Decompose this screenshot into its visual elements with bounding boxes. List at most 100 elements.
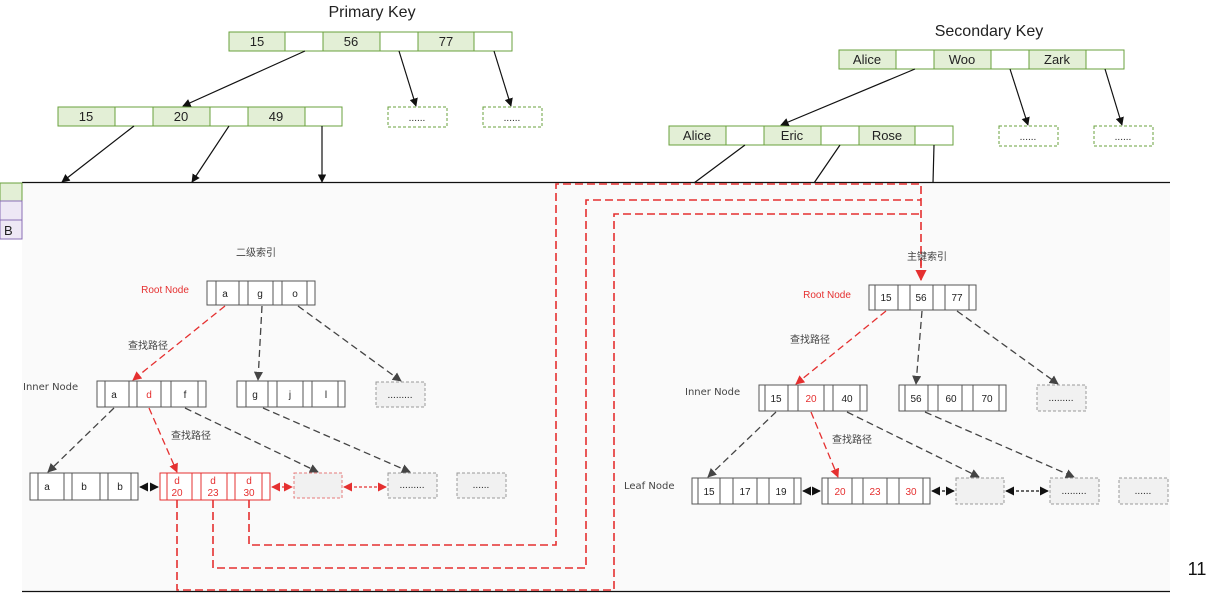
right-leaf-empty [955,477,1005,505]
left-inner-node-label: Inner Node [23,382,78,393]
svg-text:......: ...... [1135,486,1152,497]
secondary-root-key: Zark [1044,52,1071,67]
left-root-node [206,280,316,306]
secondary-child-key: Eric [781,128,804,143]
primary-child-key: 20 [174,109,188,124]
left-inner-key: l [325,390,327,401]
left-leaf-key-highlight: d [174,476,180,487]
right-leaf-key-highlight: 30 [905,487,917,498]
secondary-child-node: Alice Eric Rose [668,125,954,146]
left-leaf-value-highlight: 20 [171,488,183,499]
right-root-node-label: Root Node [803,290,851,301]
left-inner-key: g [252,390,258,401]
right-leaf-node-label: Leaf Node [624,481,674,492]
clipped-table: B [0,182,23,240]
right-inner-key: 40 [841,394,853,405]
left-leaf-ellipsis: ......... [387,472,438,499]
left-leaf-key: b [117,482,123,493]
right-root-node [868,284,977,311]
right-inner-key-highlight: 20 [805,394,817,405]
left-root-node-label: Root Node [141,285,189,296]
page-number: 11 [1188,559,1207,579]
primary-child-node: 15 20 49 [57,106,343,127]
right-search-path-label: 查找路径 [832,433,872,446]
left-leaf-empty [293,472,343,499]
left-leaf-key: a [44,482,50,493]
primary-ellipsis-node: ...... [387,106,448,128]
svg-text:.........: ......... [1048,393,1073,404]
left-leaf-value-highlight: 23 [207,488,219,499]
right-inner-node-1 [758,384,868,412]
left-leaf-ellipsis: ...... [456,472,507,499]
left-leaf-node-2 [159,472,271,501]
primary-child-key: 49 [269,109,283,124]
svg-text:......: ...... [1115,132,1132,143]
right-leaf-node-2 [821,477,931,505]
secondary-index-caption: 二级索引 [236,246,276,259]
right-leaf-ellipsis: ...... [1118,477,1169,505]
right-leaf-key-highlight: 23 [869,487,881,498]
secondary-root-key: Woo [949,52,976,67]
right-leaf-key-highlight: 20 [834,487,846,498]
left-inner-key: j [288,390,291,401]
right-leaf-key: 19 [775,487,787,498]
right-inner-key: 15 [770,394,782,405]
right-root-key: 56 [915,293,927,304]
left-inner-key: a [111,390,117,401]
secondary-child-key: Alice [683,128,711,143]
left-leaf-key-highlight: d [210,476,216,487]
left-tree-arrows [47,305,411,492]
svg-text:......: ...... [473,480,490,491]
left-inner-key-highlight: d [146,390,152,401]
left-leaf-node-1 [29,472,139,501]
left-inner-node-2 [236,380,346,408]
svg-text:......: ...... [409,113,426,124]
lookup-paths [176,183,927,591]
left-leaf-key: b [81,482,87,493]
svg-text:.........: ......... [399,480,424,491]
left-inner-ellipsis: ......... [375,381,426,408]
primary-index-caption: 主键索引 [907,250,947,263]
right-leaf-key: 15 [703,487,715,498]
primary-ellipsis-node: ...... [482,106,543,128]
svg-text:.........: ......... [387,390,412,401]
left-inner-node-1 [96,380,207,408]
right-inner-node-2 [898,384,1007,412]
left-leaf-key-highlight: d [246,476,252,487]
right-inner-key: 70 [981,394,993,405]
secondary-root-key: Alice [853,52,881,67]
primary-root-node: 15 56 77 [228,31,513,52]
right-leaf-ellipsis: ......... [1049,477,1100,505]
secondary-child-key: Rose [872,128,902,143]
secondary-ellipsis-node: ...... [998,125,1059,147]
left-inner-key: f [184,390,187,401]
primary-root-key: 77 [439,34,453,49]
secondary-ellipsis-node: ...... [1093,125,1154,147]
right-search-path-label: 查找路径 [790,333,830,346]
right-inner-node-label: Inner Node [685,387,740,398]
primary-root-key: 56 [344,34,358,49]
right-tree-arrows [707,310,1075,496]
right-inner-key: 56 [910,394,922,405]
right-inner-ellipsis: ......... [1036,384,1087,412]
right-root-key: 15 [880,293,892,304]
top-tree-arrows [61,50,1124,184]
right-leaf-key: 17 [739,487,751,498]
left-root-key: a [222,289,228,300]
left-leaf-value-highlight: 30 [243,488,255,499]
left-search-path-label: 查找路径 [128,339,168,352]
secondary-key-title: Secondary Key [935,23,1044,40]
svg-text:.........: ......... [1061,486,1086,497]
left-root-key: o [292,289,298,300]
right-inner-key: 60 [945,394,957,405]
right-leaf-node-1 [691,477,802,505]
svg-text:......: ...... [504,113,521,124]
svg-text:B: B [4,223,13,238]
secondary-root-node: Alice Woo Zark [838,49,1125,70]
primary-root-key: 15 [250,34,264,49]
left-search-path-label: 查找路径 [171,429,211,442]
left-root-key: g [257,289,263,300]
primary-key-title: Primary Key [328,4,415,21]
right-root-key: 77 [951,293,963,304]
